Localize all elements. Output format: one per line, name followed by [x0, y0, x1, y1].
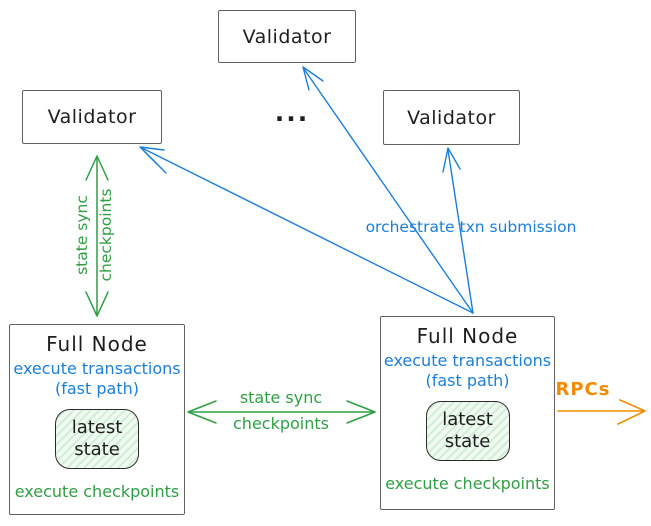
exec-transactions-line: execute transactions	[383, 351, 552, 370]
latest-state-line2: state	[74, 439, 120, 461]
exec-transactions-line: execute transactions	[13, 359, 181, 378]
validator-right-box: Validator	[383, 90, 520, 145]
full-node-left-exec-transactions: execute transactions (fast path)	[13, 359, 180, 398]
full-node-left-box: Full Node execute transactions (fast pat…	[9, 324, 185, 515]
latest-state-line1: latest	[71, 417, 123, 439]
full-node-right-exec-transactions: execute transactions (fast path)	[384, 351, 551, 390]
validator-top-label: Validator	[242, 25, 332, 48]
label-state-sync-horizontal-line1: state sync	[239, 388, 323, 407]
validators-ellipsis: ...	[274, 98, 310, 127]
fast-path-line: (fast path)	[55, 378, 139, 398]
label-rpcs: RPCs	[555, 379, 611, 400]
full-node-left-latest-state-box: latest state	[55, 409, 139, 470]
full-node-right-title: Full Node	[416, 324, 519, 348]
full-node-right-latest-state-box: latest state	[425, 401, 510, 462]
fast-path-line: (fast path)	[425, 370, 510, 390]
full-node-left-title: Full Node	[46, 332, 148, 356]
label-state-sync-horizontal-line2: checkpoints	[233, 414, 329, 433]
full-node-right-exec-checkpoints: execute checkpoints	[385, 474, 550, 494]
validator-right-label: Validator	[407, 106, 496, 129]
label-state-sync-vertical-line1: state sync	[73, 195, 91, 275]
validator-left-box: Validator	[22, 90, 162, 144]
latest-state-line1: latest	[442, 409, 493, 431]
validator-top-box: Validator	[218, 10, 356, 63]
full-node-right-box: Full Node execute transactions (fast pat…	[380, 316, 555, 510]
full-node-left-exec-checkpoints: execute checkpoints	[14, 482, 180, 502]
label-state-sync-vertical-line2: checkpoints	[97, 188, 115, 282]
label-state-sync-vertical: state sync checkpoints	[70, 150, 120, 320]
latest-state-line2: state	[444, 431, 491, 453]
label-orchestrate-txn-submission: orchestrate txn submission	[365, 218, 577, 236]
arrow-rpcs	[557, 399, 646, 425]
validator-left-label: Validator	[47, 106, 137, 128]
